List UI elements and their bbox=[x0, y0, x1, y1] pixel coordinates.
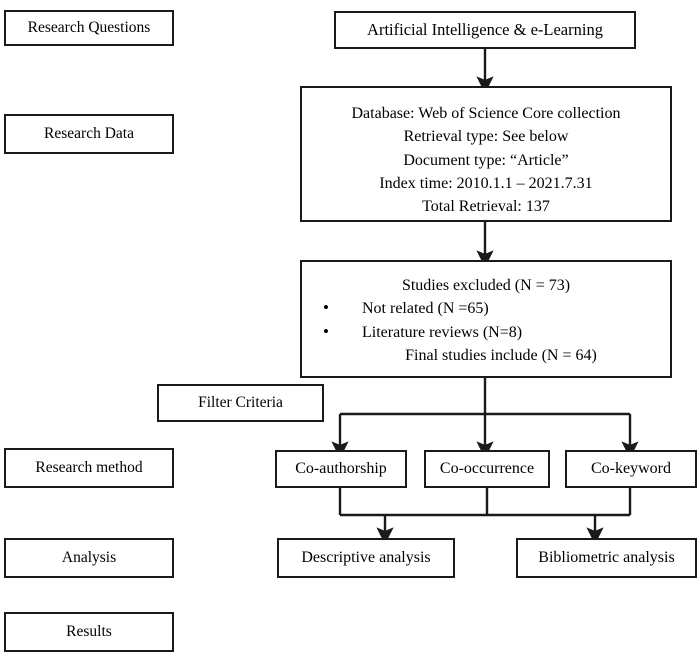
stage-label-research-data: Research Data bbox=[4, 114, 174, 154]
method-box-label: Co-keyword bbox=[591, 460, 671, 478]
screening-heading: Studies excluded (N = 73) bbox=[401, 277, 571, 294]
method-box-label: Co-occurrence bbox=[439, 460, 535, 478]
stage-label-text: Research Data bbox=[44, 124, 134, 142]
database-line: Index time: 2010.1.1 – 2021.7.31 bbox=[379, 175, 593, 193]
stage-label-text: Research Questions bbox=[27, 18, 151, 36]
analysis-box-bibliometric: Bibliometric analysis bbox=[516, 538, 697, 578]
database-line: Document type: “Article” bbox=[403, 151, 569, 169]
topic-box-label: Artificial Intelligence & e-Learning bbox=[367, 20, 603, 40]
stage-label-results: Results bbox=[4, 612, 174, 652]
filter-criteria-label: Filter Criteria bbox=[198, 393, 283, 411]
database-line: Retrieval type: See below bbox=[403, 128, 569, 146]
database-box: Database: Web of Science Core collection… bbox=[300, 86, 672, 222]
analysis-box-descriptive: Descriptive analysis bbox=[277, 538, 455, 578]
analysis-box-label: Bibliometric analysis bbox=[538, 549, 675, 567]
stage-label-research-questions: Research Questions bbox=[4, 10, 174, 46]
stage-label-text: Results bbox=[66, 622, 112, 640]
stage-label-text: Analysis bbox=[61, 548, 117, 566]
database-line: Database: Web of Science Core collection bbox=[351, 105, 621, 122]
screening-bullet: Literature reviews (N=8) bbox=[302, 320, 670, 345]
method-box-co-authorship: Co-authorship bbox=[275, 450, 407, 488]
database-box-lines: Database: Web of Science Core collection… bbox=[302, 88, 670, 219]
method-box-co-occurrence: Co-occurrence bbox=[424, 450, 550, 488]
filter-criteria-box: Filter Criteria bbox=[157, 384, 324, 422]
screening-bullet: Not related (N =65) bbox=[302, 296, 670, 321]
analysis-box-label: Descriptive analysis bbox=[301, 549, 431, 567]
method-box-co-keyword: Co-keyword bbox=[565, 450, 697, 488]
screening-box: Studies excluded (N = 73) Not related (N… bbox=[300, 260, 672, 378]
screening-box-lines: Studies excluded (N = 73) Not related (N… bbox=[302, 262, 670, 367]
topic-box: Artificial Intelligence & e-Learning bbox=[334, 11, 636, 49]
screening-footer: Final studies include (N = 64) bbox=[405, 347, 597, 365]
database-line: Total Retrieval: 137 bbox=[422, 198, 550, 216]
stage-label-analysis: Analysis bbox=[4, 538, 174, 578]
stage-label-text: Research method bbox=[35, 458, 143, 476]
stage-label-research-method: Research method bbox=[4, 448, 174, 488]
method-box-label: Co-authorship bbox=[295, 460, 387, 478]
